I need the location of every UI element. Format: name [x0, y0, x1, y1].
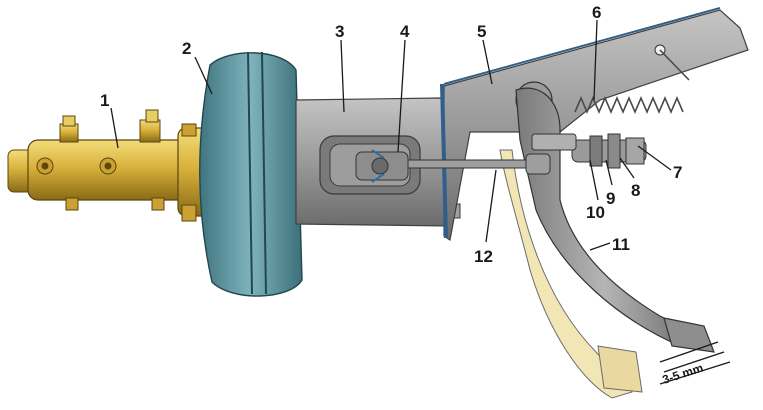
callout-8: 8 [631, 181, 640, 200]
callout-9: 9 [606, 189, 615, 208]
pushrod [407, 153, 551, 175]
stoplight-switch [531, 133, 647, 169]
callout-5: 5 [477, 22, 486, 41]
callout-3: 3 [335, 22, 344, 41]
pushrod-clevis [355, 149, 409, 183]
callout-12: 12 [474, 247, 493, 266]
callout-7: 7 [673, 163, 682, 182]
leader-lines [110, 19, 731, 385]
callout-10: 10 [586, 203, 605, 222]
callout-1: 1 [100, 91, 109, 110]
callout-6: 6 [592, 3, 601, 22]
callout-11: 11 [612, 235, 630, 254]
callout-2: 2 [182, 39, 191, 58]
callout-labels: 1 2 3 4 5 6 7 8 9 10 11 12 [100, 3, 682, 266]
brake-pedal-lever [515, 87, 715, 353]
pedal-released-position [499, 149, 643, 399]
gap-dimension-label: 3-5 mm [661, 361, 705, 387]
master-cylinder [7, 109, 217, 222]
return-spring [574, 44, 690, 115]
callout-4: 4 [400, 22, 410, 41]
vacuum-booster [199, 51, 303, 297]
